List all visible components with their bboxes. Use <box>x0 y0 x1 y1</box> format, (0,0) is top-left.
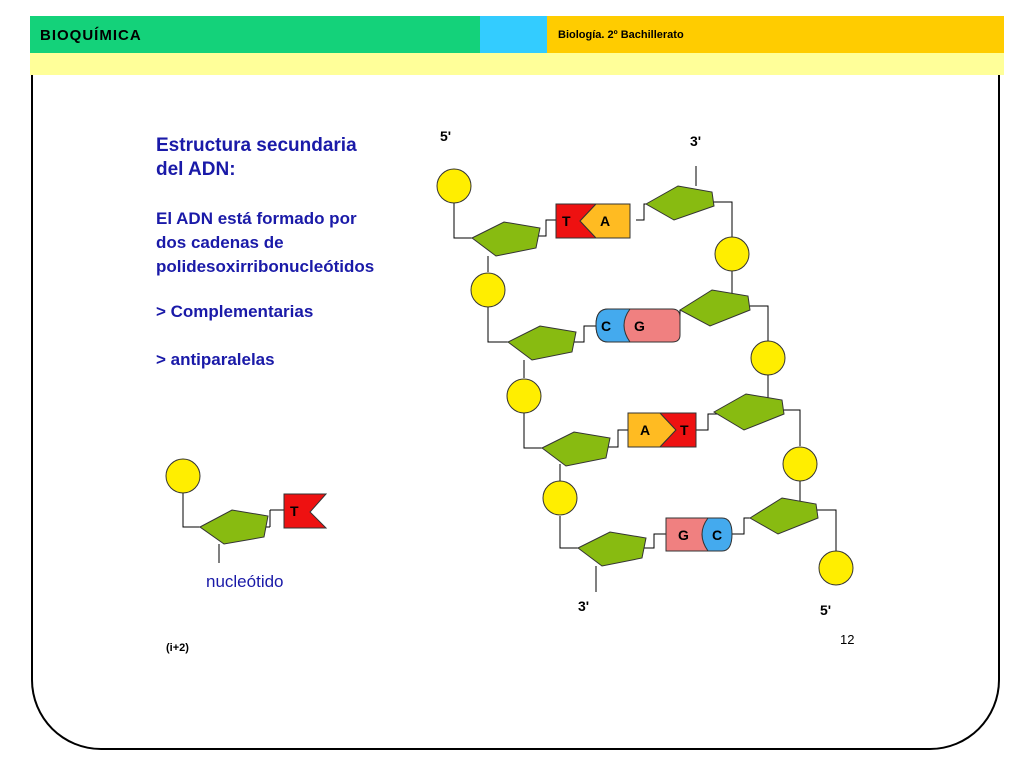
phosphate-circle <box>470 272 506 308</box>
header-bar: BIOQUÍMICA Biología. 2º Bachillerato <box>30 16 1004 53</box>
base-a <box>579 203 631 239</box>
course-label: Biología. 2º Bachillerato <box>558 29 684 41</box>
phosphate-circle <box>165 458 201 494</box>
base-g <box>665 517 709 552</box>
base-letter: G <box>678 527 689 543</box>
sugar-pentagon <box>199 509 269 545</box>
sugar-pentagon <box>471 221 541 257</box>
base-letter: C <box>712 527 722 543</box>
nucleotide-label: nucleótido <box>206 572 284 591</box>
base-letter: C <box>601 318 611 334</box>
description-line: polidesoxirribonucleótidos <box>156 257 375 276</box>
phosphate-circle <box>436 168 472 204</box>
description-line: El ADN está formado por <box>156 209 357 228</box>
header-yellow-block <box>547 16 1004 53</box>
phosphate-circle <box>714 236 750 272</box>
phosphate-circle <box>542 480 578 516</box>
base-pair-t-a: T A <box>555 203 631 239</box>
base-pair-g-c: G C <box>665 517 733 552</box>
phosphate-circle <box>750 340 786 376</box>
slide-frame <box>31 75 1000 750</box>
base-letter: G <box>634 318 645 334</box>
sugar-pentagon <box>507 325 577 361</box>
left-strand-top-label: 5' <box>440 128 452 144</box>
phosphate-circle <box>818 550 854 586</box>
nucleotide-illustration: T <box>165 458 328 563</box>
base-letter: T <box>290 503 299 519</box>
sugar-pentagon <box>713 393 785 431</box>
base-pair-c-g: C G <box>595 308 681 343</box>
base-pair-a-t: A T <box>627 412 697 448</box>
base-letter: T <box>680 422 689 438</box>
heading-line: del ADN: <box>156 159 236 180</box>
base-letter: A <box>640 422 650 438</box>
base-letter: T <box>562 213 571 229</box>
slide-description: El ADN está formado por dos cadenas de p… <box>156 207 374 279</box>
reference-note: (i+2) <box>166 642 189 654</box>
base-letter: A <box>600 213 610 229</box>
sugar-pentagon <box>679 289 751 327</box>
sugar-pentagon <box>749 497 819 535</box>
left-strand-bottom-label: 3' <box>578 598 590 614</box>
sugar-pentagon <box>644 185 715 221</box>
phosphate-circle <box>506 378 542 414</box>
slide-heading: Estructura secundaria del ADN: <box>156 134 357 182</box>
description-line: dos cadenas de <box>156 233 284 252</box>
right-strand-top-label: 3' <box>690 133 702 149</box>
phosphate-circle <box>782 446 818 482</box>
point-antiparallel: > antiparalelas <box>156 350 275 369</box>
heading-line: Estructura secundaria <box>156 135 357 156</box>
sugar-pentagon <box>541 431 611 467</box>
base-t <box>658 412 697 448</box>
base-t-flag <box>283 493 328 529</box>
header-subbar <box>30 53 1004 75</box>
app-title: BIOQUÍMICA <box>40 27 142 44</box>
header-cyan-block <box>480 16 547 53</box>
sugar-pentagon <box>577 531 647 567</box>
right-strand-bottom-label: 5' <box>820 602 832 618</box>
point-complementary: > Complementarias <box>156 302 314 321</box>
base-c <box>595 308 631 343</box>
page-number: 12 <box>840 632 855 647</box>
header-green-block <box>30 16 480 53</box>
